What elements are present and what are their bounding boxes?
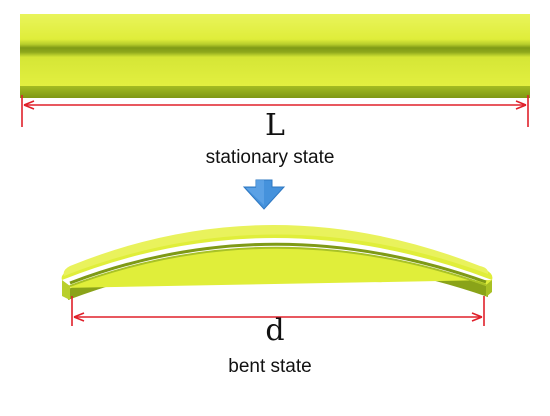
bent-strip-groove-light	[69, 246, 487, 287]
bent-strip-face	[61, 231, 493, 288]
stationary-state-caption: stationary state	[205, 147, 335, 168]
bent-dimension	[71, 296, 485, 326]
bent-strip-top	[63, 225, 489, 276]
stationary-dimension	[21, 95, 529, 127]
bent-strip-end-left	[62, 280, 70, 300]
bent-state-caption: bent state	[228, 356, 312, 377]
down-arrow-icon	[242, 179, 286, 210]
bent-dimension-arrowhead-left	[73, 312, 85, 322]
dimension-arrowhead-left	[23, 100, 35, 110]
stationary-strip-face	[20, 14, 530, 86]
bent-strip	[61, 225, 493, 300]
bent-length-label: d	[265, 313, 285, 348]
bent-dimension-arrowhead-right	[471, 312, 483, 322]
dimension-arrowhead-right	[515, 100, 527, 110]
bent-strip-groove	[69, 242, 487, 285]
stationary-strip	[20, 14, 530, 98]
bent-strip-end-right	[486, 280, 492, 297]
stationary-strip-edge	[20, 86, 530, 98]
stationary-length-label: L	[265, 108, 285, 143]
